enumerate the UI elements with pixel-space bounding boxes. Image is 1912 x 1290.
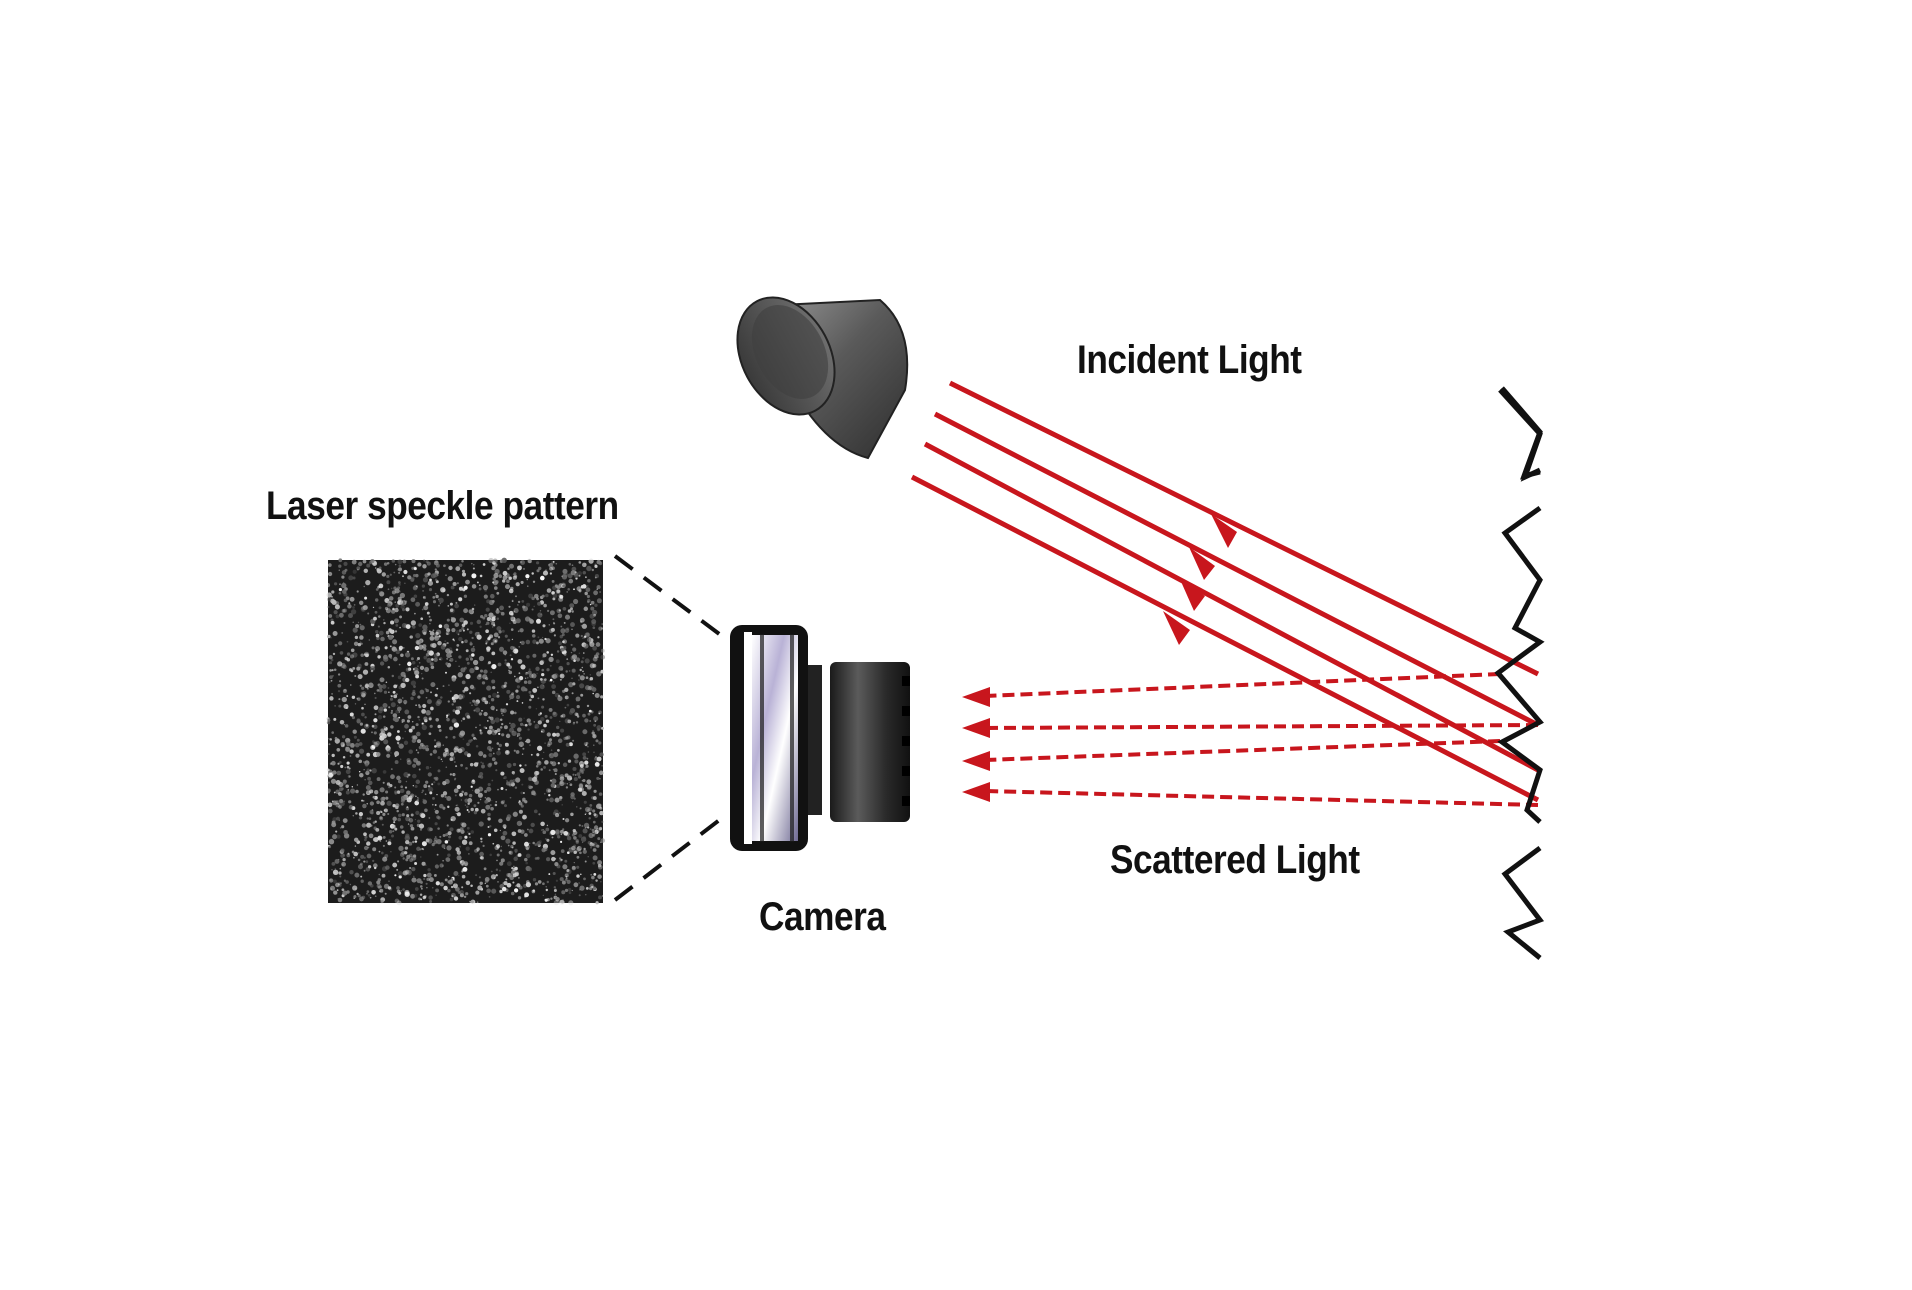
camera-icon — [730, 625, 910, 851]
incident-arrowhead-3 — [1179, 577, 1205, 611]
incident-arrowhead-2 — [1189, 547, 1215, 580]
rough-surface-icon — [1498, 388, 1543, 482]
scattered-beam-3 — [984, 739, 1501, 762]
camera-label: Camera — [759, 895, 886, 939]
incident-light-label: Incident Light — [1077, 338, 1302, 382]
scattered-beam-4 — [984, 789, 1539, 807]
camera-lens-ring-2 — [760, 634, 764, 842]
incident-arrowhead-4 — [1163, 611, 1190, 645]
rough-surface-outline — [1494, 386, 1545, 960]
scattered-arrowhead-2 — [962, 718, 990, 738]
incident-beam-3 — [923, 441, 1540, 773]
scattered-arrowhead-1 — [962, 687, 990, 707]
projection-lines — [613, 554, 724, 902]
laser-speckle-pattern-label: Laser speckle pattern — [266, 484, 619, 528]
scattered-arrowhead-4 — [962, 782, 990, 802]
incident-beam-4 — [910, 474, 1540, 803]
camera-body — [830, 662, 910, 822]
scattered-beams — [984, 672, 1539, 807]
scattered-beam-2 — [984, 723, 1539, 730]
speckle-pattern-image — [325, 557, 606, 906]
incident-beams — [910, 380, 1540, 803]
scattered-beam-1 — [984, 672, 1501, 698]
incident-arrowhead-1 — [1211, 514, 1237, 548]
camera-lens-ring-1 — [744, 632, 752, 844]
camera-lens-ring-3 — [790, 634, 794, 842]
incident-arrowheads — [1163, 514, 1237, 645]
laser-emitter-icon — [736, 296, 909, 460]
camera-connector — [808, 665, 822, 815]
scattered-arrowhead-3 — [962, 751, 990, 771]
projection-line-top — [613, 554, 724, 638]
projection-line-bottom — [613, 816, 724, 902]
incident-beam-2 — [933, 411, 1540, 728]
scattered-light-label: Scattered Light — [1110, 838, 1360, 882]
incident-beam-1 — [948, 380, 1540, 677]
scattered-arrowheads — [962, 687, 990, 802]
